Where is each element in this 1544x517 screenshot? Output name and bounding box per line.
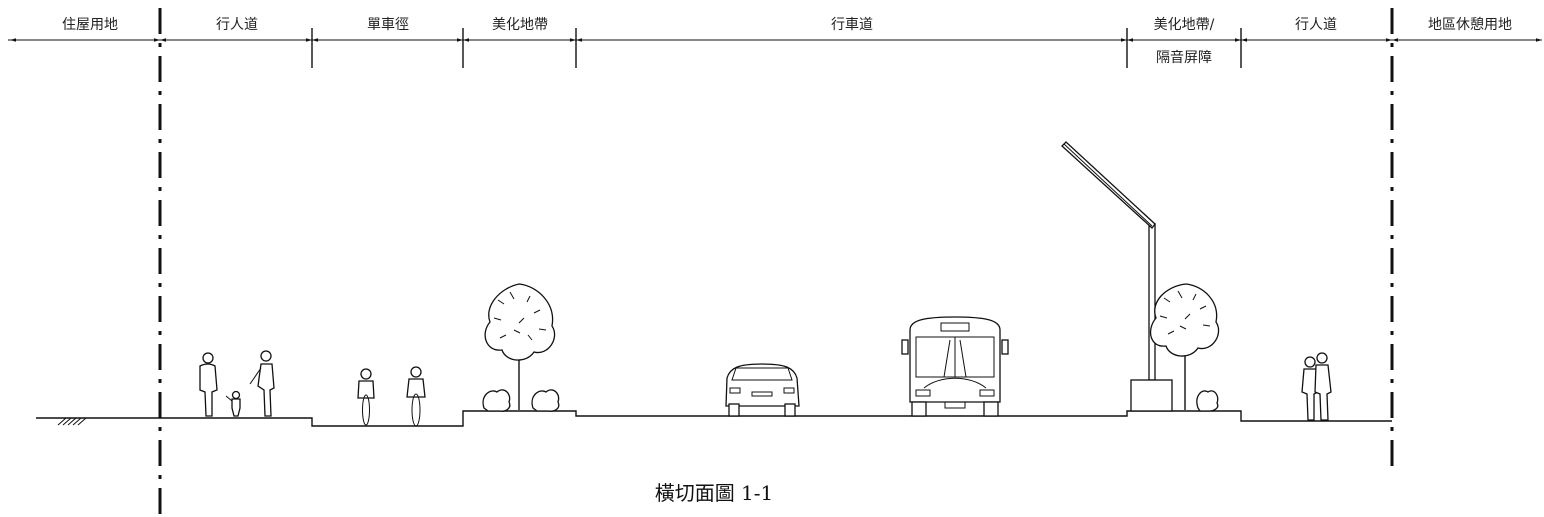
shrub-icon — [482, 389, 511, 412]
label-open-space: 地區休憩用地 — [1428, 16, 1512, 33]
pedestrian-icon — [1301, 356, 1319, 421]
label-walkway-left: 行人道 — [216, 17, 258, 33]
ground-profile — [36, 410, 1392, 427]
figure-caption: 橫切面圖 1-1 — [655, 481, 774, 505]
cyclist-icon — [406, 366, 426, 427]
ground-hatch-icon — [57, 417, 87, 426]
pedestrian-icon — [1314, 352, 1332, 421]
tree-icon — [1149, 283, 1220, 410]
shrub-icon — [1196, 390, 1219, 412]
label-residential: 住屋用地 — [62, 17, 118, 33]
noise-barrier-icon — [1130, 379, 1173, 412]
car-icon — [725, 363, 800, 417]
street-lamp-icon — [1061, 141, 1156, 381]
label-carriageway: 行車道 — [831, 16, 873, 33]
label-cycle-track: 單車徑 — [367, 16, 409, 33]
child-icon — [225, 390, 241, 417]
label-amenity-left: 美化地帶 — [492, 17, 548, 33]
shrub-icon — [531, 389, 560, 412]
tree-icon — [484, 283, 556, 410]
pedestrian-icon — [199, 352, 218, 417]
bus-icon — [901, 316, 1009, 417]
label-amenity-right-1: 美化地帶/ — [1154, 17, 1215, 33]
pedestrian-icon — [249, 350, 275, 417]
dimension-line — [8, 28, 1542, 68]
cyclist-icon — [357, 368, 375, 426]
label-amenity-right-2: 隔音屏障 — [1156, 49, 1212, 66]
label-walkway-right: 行人道 — [1295, 17, 1337, 33]
